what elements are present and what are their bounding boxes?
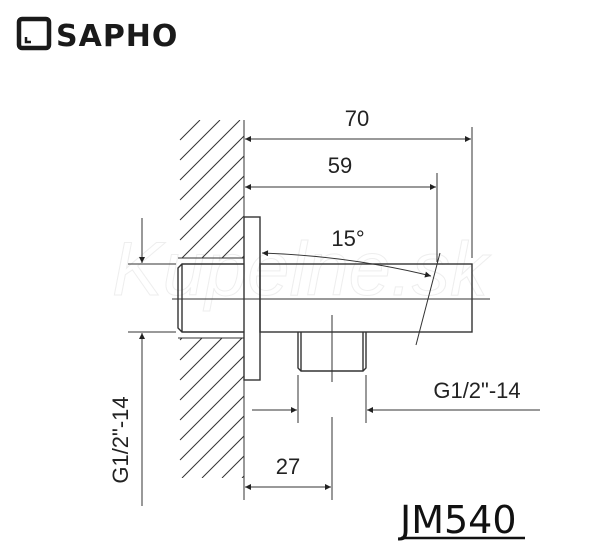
dim-outlet-thread: G1/2"-14 <box>433 378 520 403</box>
hatch-line <box>179 195 244 261</box>
hatch-line <box>179 315 244 381</box>
dim-inlet-thread: G1/2"-14 <box>108 396 133 483</box>
hatch-line <box>179 155 244 221</box>
hatch-line <box>179 120 201 141</box>
angle-reference-line <box>415 252 441 346</box>
sapho-logo: SAPHO <box>16 16 178 54</box>
brand-name: SAPHO <box>56 19 178 54</box>
hatch-line <box>179 335 244 401</box>
hatch-line <box>201 435 244 478</box>
hatch-line <box>181 415 244 478</box>
dim-angle: 15° <box>331 226 364 251</box>
hatch-line <box>179 135 244 201</box>
hatch-line <box>179 395 244 461</box>
hatch-line <box>179 120 241 181</box>
hatch-line <box>179 355 244 421</box>
hatch-line <box>179 175 244 241</box>
dim-outlet-offset: 27 <box>276 454 300 479</box>
model-number: JM540 <box>398 498 517 542</box>
angle-arc <box>261 250 432 278</box>
hatch-line <box>221 455 244 478</box>
dim-overall-length: 70 <box>345 106 369 131</box>
valve-body <box>172 216 490 500</box>
inlet-thread <box>177 263 244 333</box>
hatch-line <box>179 120 221 161</box>
logo-square-icon <box>16 16 52 51</box>
dim-outlet-length: 59 <box>328 153 352 178</box>
hatch-line <box>179 375 244 441</box>
